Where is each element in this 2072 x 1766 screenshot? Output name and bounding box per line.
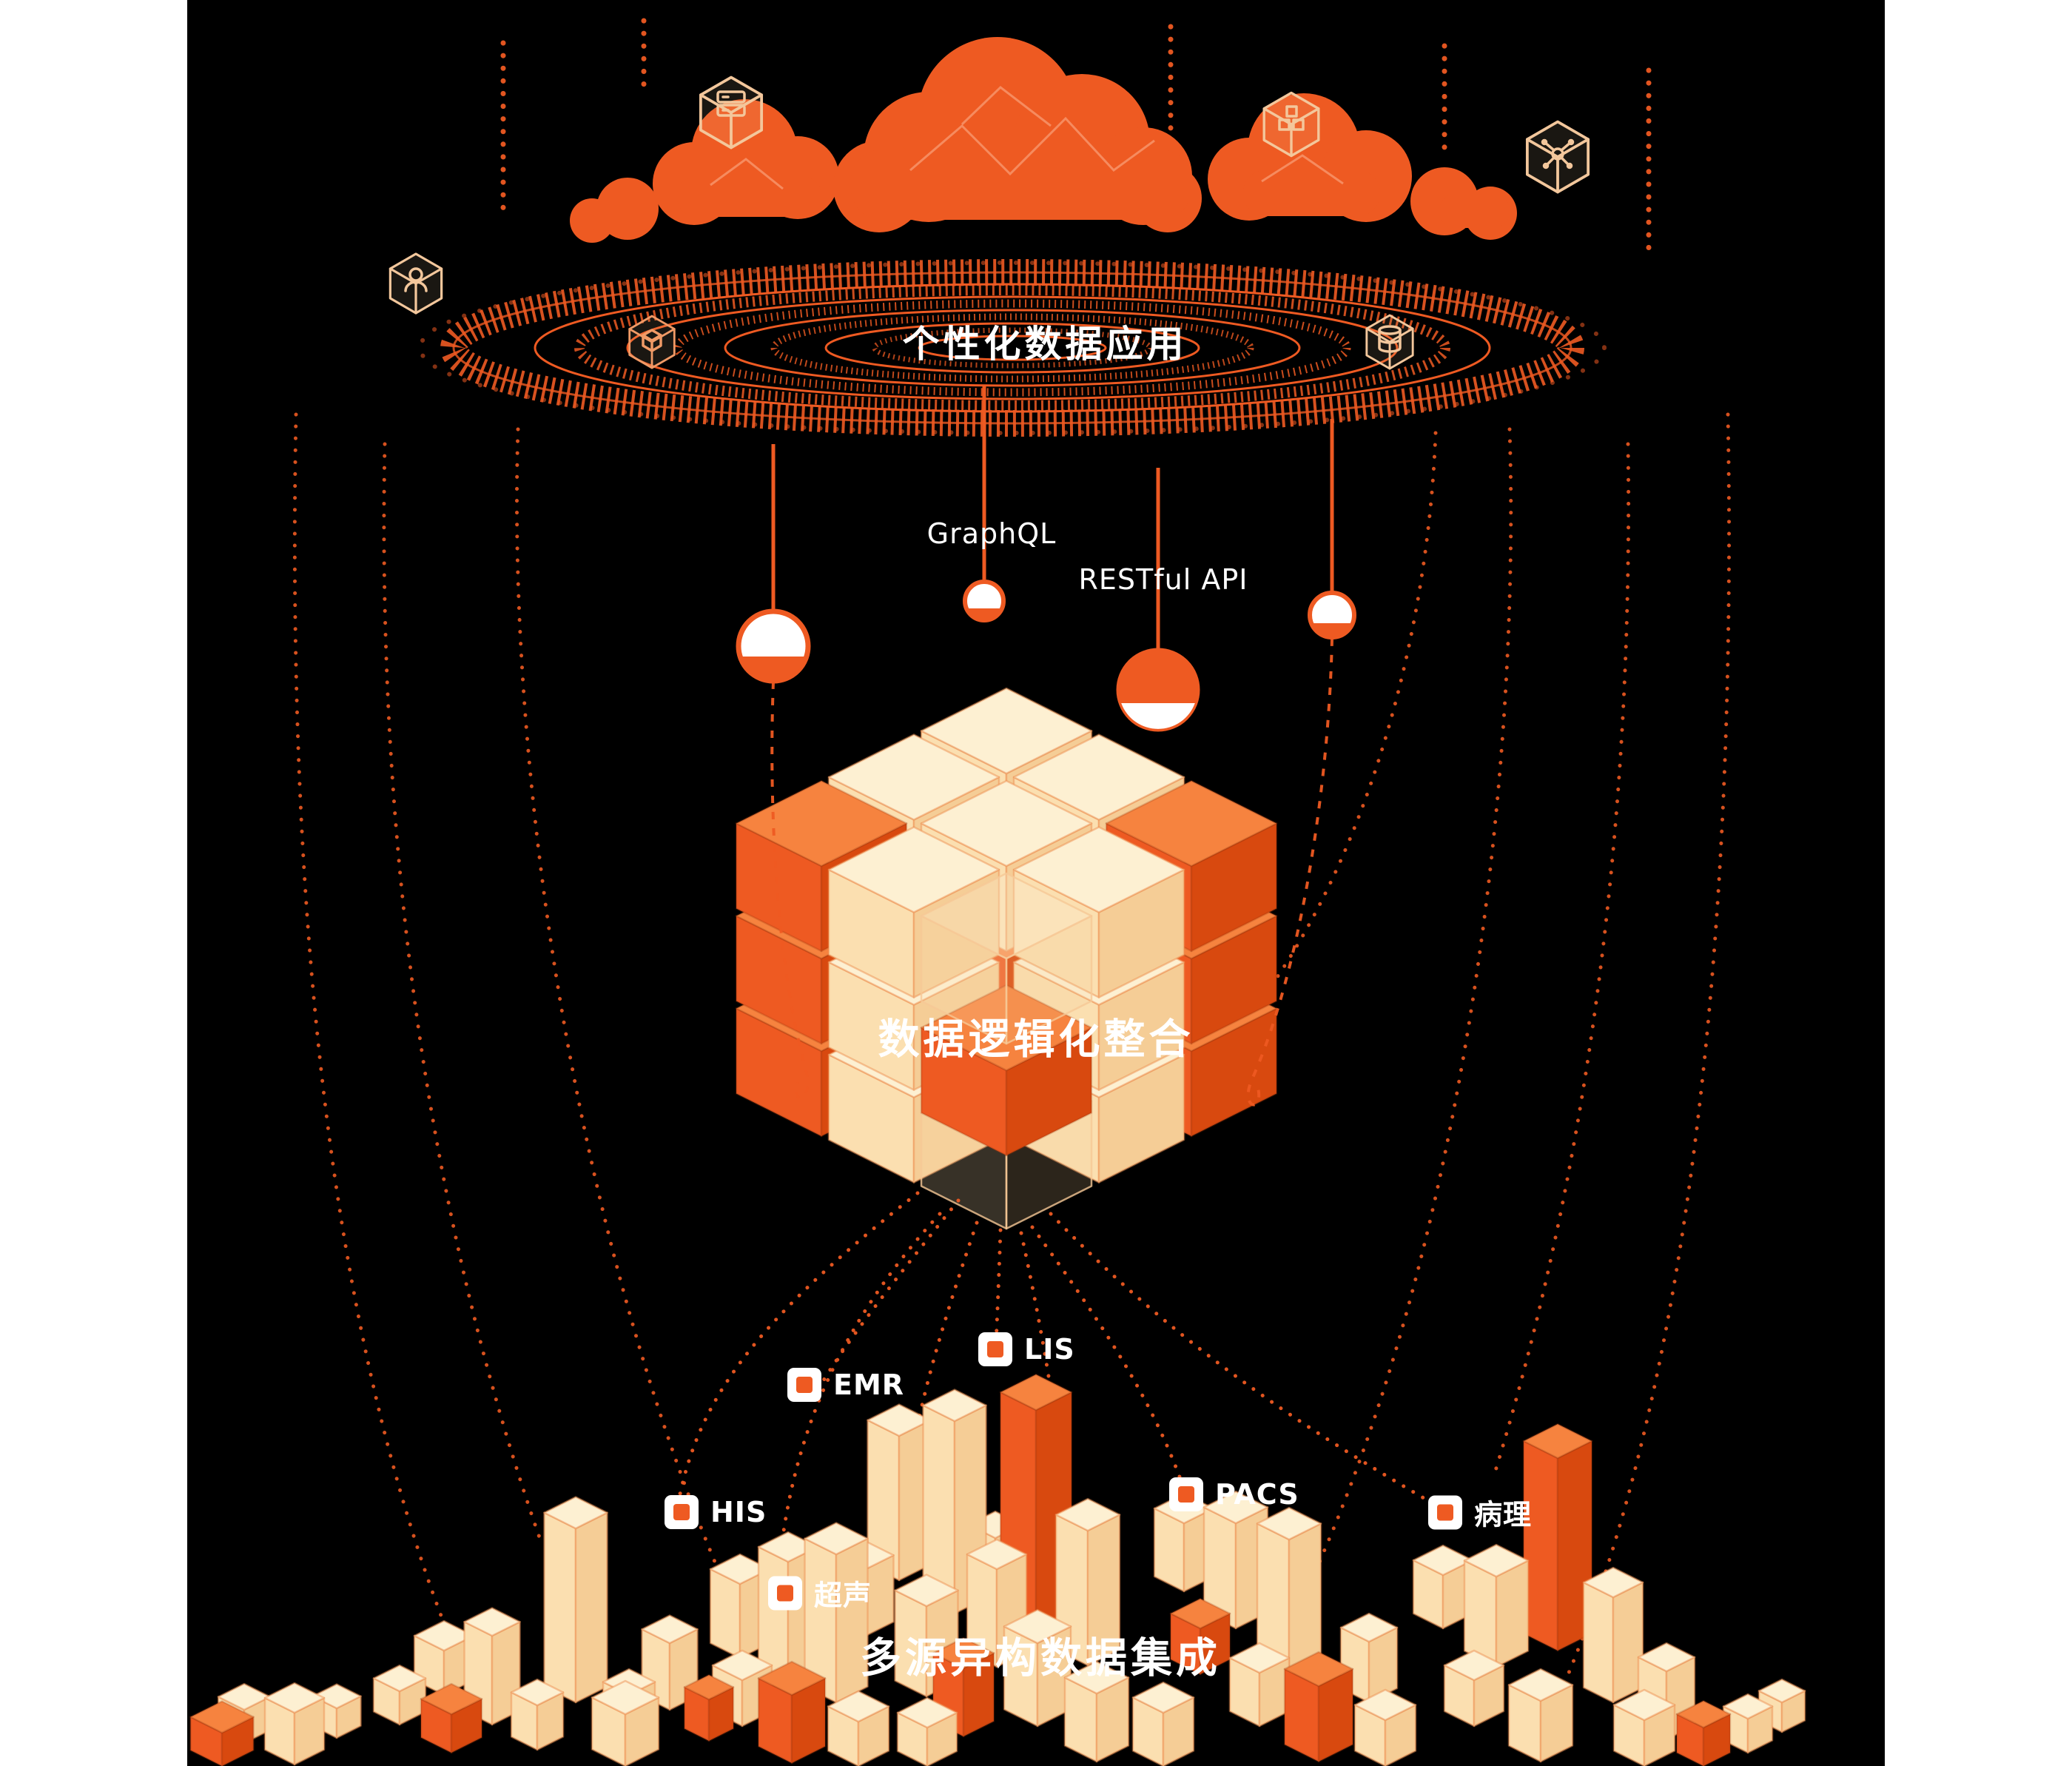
circuit-cube-icon <box>1525 120 1590 194</box>
api-node-restful <box>1116 648 1200 732</box>
source-tag-label: 超声 <box>814 1579 872 1612</box>
pathology-icon <box>1428 1495 1462 1529</box>
source-tag-pacs: PACS <box>1169 1477 1299 1511</box>
source-tag-label: 病理 <box>1474 1498 1533 1531</box>
orange-square-icon <box>1437 1504 1453 1520</box>
orange-square-icon <box>987 1341 1003 1357</box>
server-cube-icon <box>699 75 764 150</box>
source-tag-label: LIS <box>1024 1333 1075 1366</box>
source-tag-his: HIS <box>665 1495 767 1529</box>
source-tag-label: EMR <box>833 1369 905 1401</box>
source-tag-label: HIS <box>710 1496 767 1528</box>
source-tag-emr: EMR <box>787 1368 904 1402</box>
source-tag-pathology: 病理 <box>1428 1492 1532 1533</box>
ultrasound-icon <box>768 1576 802 1610</box>
his-icon <box>665 1495 699 1529</box>
api-node-4 <box>1308 591 1356 639</box>
side-guide-curves <box>292 412 1732 1697</box>
orange-square-icon <box>796 1377 813 1393</box>
orange-square-icon <box>777 1585 793 1601</box>
api-node-1 <box>736 608 811 684</box>
box-cube-icon <box>628 315 676 369</box>
api-node-graphql <box>963 580 1006 622</box>
floating-icons <box>388 75 1590 370</box>
source-tag-label: PACS <box>1215 1478 1299 1511</box>
source-tag-lis: LIS <box>978 1332 1075 1366</box>
bottom-title: 多源异构数据集成 <box>860 1634 1221 1683</box>
emr-icon <box>787 1368 821 1402</box>
lis-icon <box>978 1332 1012 1366</box>
pacs-icon <box>1169 1477 1203 1511</box>
orange-square-icon <box>1178 1486 1194 1503</box>
cube-label: 数据逻辑化整合 <box>878 1015 1194 1064</box>
graphql-label: GraphQL <box>926 517 1057 550</box>
api-pendulums <box>736 385 1356 732</box>
person-cube-icon <box>388 252 443 315</box>
orange-square-icon <box>673 1504 690 1520</box>
data-cube <box>735 687 1278 1230</box>
clouds <box>570 37 1517 243</box>
database-cube-icon <box>1365 314 1414 370</box>
pendulum-tails <box>770 638 1333 1107</box>
top-platform-label: 个性化数据应用 <box>902 323 1188 366</box>
data-source-bars <box>189 1373 1806 1766</box>
stack-cube-icon <box>1262 91 1320 158</box>
restful-api-label: RESTful API <box>1078 563 1248 596</box>
source-tag-ultrasound: 超声 <box>768 1573 872 1614</box>
